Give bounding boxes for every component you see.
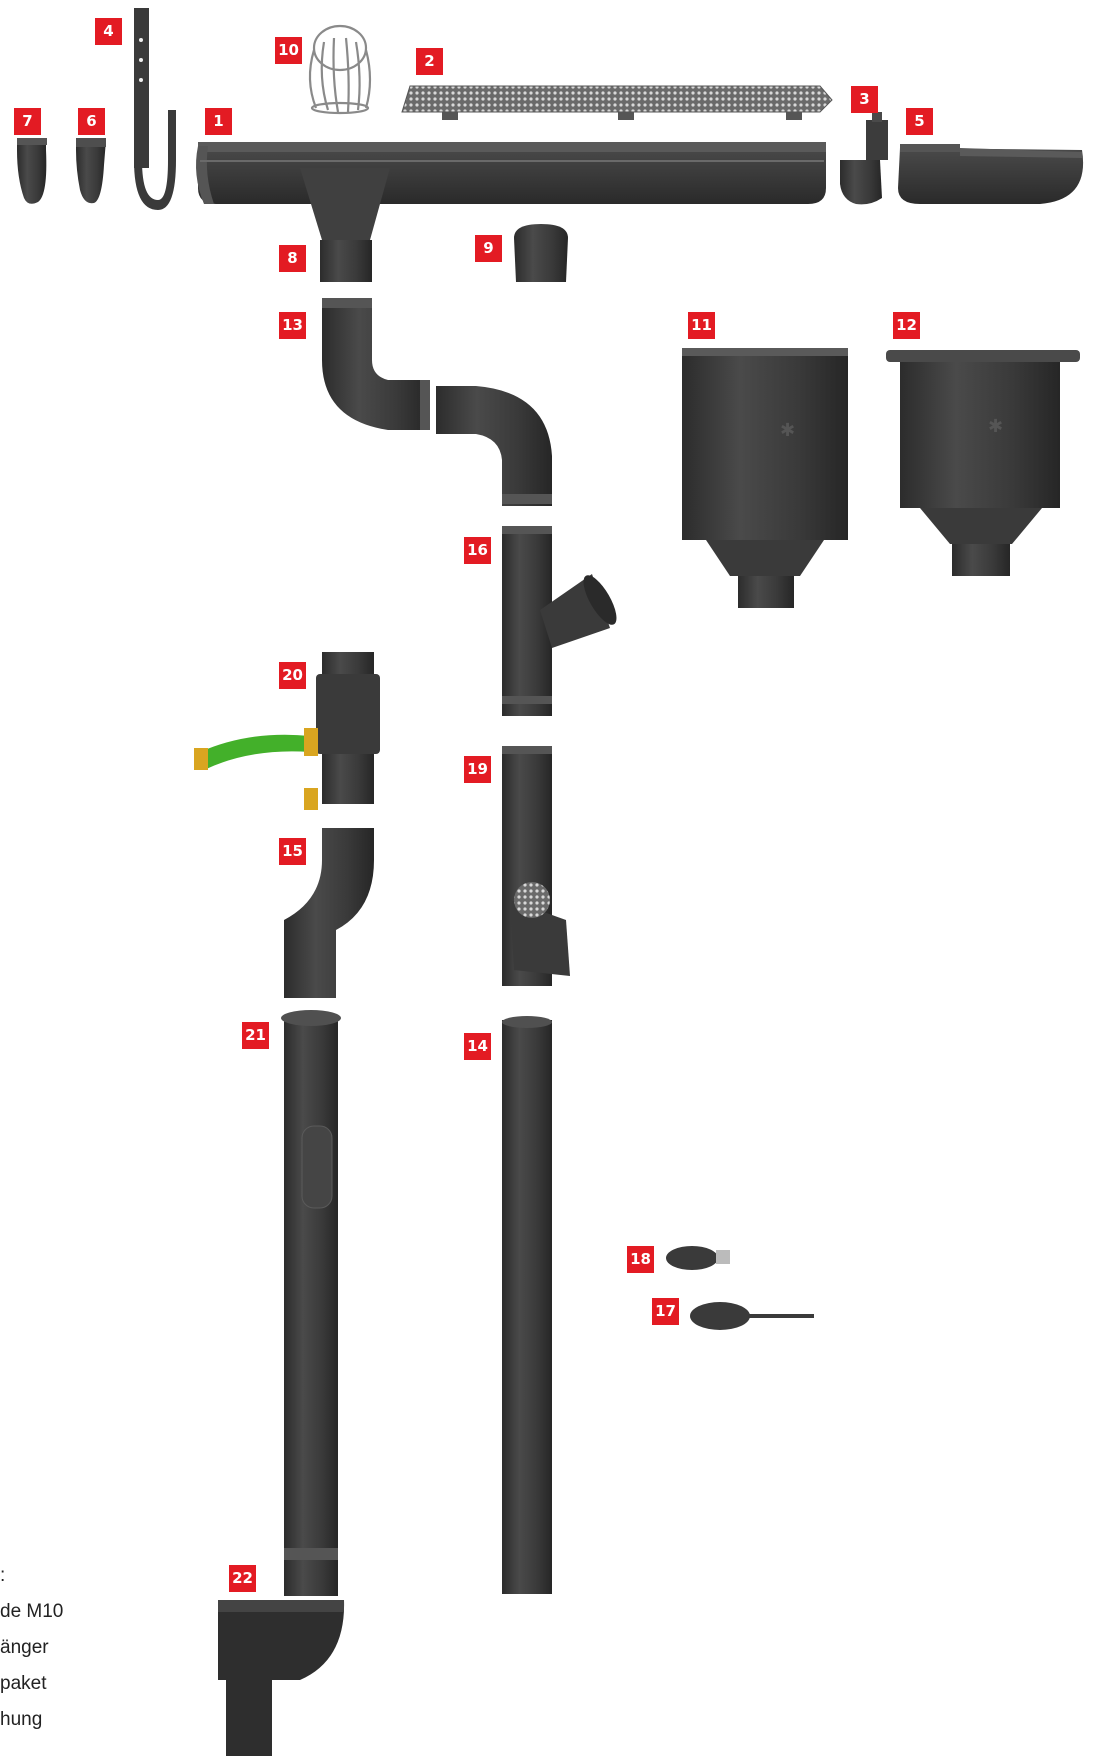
pipe-elbow-icon [322,298,430,430]
branch-pipe-icon [502,526,617,716]
part-number-badge: 1 [205,108,232,135]
pipe-clip-icon [666,1246,730,1270]
part-number-badge: 12 [893,312,920,339]
downpipe-icon [502,1016,552,1594]
part-number-badge: 7 [14,108,41,135]
gutter-hook-icon [134,8,176,210]
svg-text:✱: ✱ [988,416,1003,437]
part-number-badge: 8 [279,245,306,272]
part-number-badge: 21 [242,1022,269,1049]
part-number-badge: 17 [652,1298,679,1325]
part-number-badge: 2 [416,48,443,75]
legend-line: paket [0,1673,47,1694]
legend-line: : [0,1565,6,1586]
perforated-gutter-guard-icon [401,85,833,120]
gutter-outlet-icon [300,168,390,282]
outlet-plug-icon [514,224,568,282]
half-round-gutter-icon [196,142,826,204]
rain-water-drain-icon [218,1600,345,1756]
pipe-elbow-icon [436,386,552,506]
part-number-badge: 9 [475,235,502,262]
part-number-badge: 16 [464,537,491,564]
part-number-badge: 22 [229,1565,256,1592]
rainwater-hopper-icon: ✱ [682,348,848,608]
wire-basket-icon [308,24,372,115]
legend-line: de M10 [0,1601,64,1622]
part-number-badge: 15 [279,838,306,865]
legend-line: hung [0,1709,43,1730]
part-number-badge: 5 [906,108,933,135]
part-number-badge: 11 [688,312,715,339]
end-cap-icon [76,138,106,204]
gutter-corner-icon [898,144,1084,204]
legend: : de M10 änger paket hung [0,1558,63,1738]
filter-pipe-icon [502,746,570,986]
rainwater-hopper-icon: ✱ [886,350,1080,576]
part-number-badge: 19 [464,756,491,783]
part-number-badge: 14 [464,1033,491,1060]
pipe-clip-icon [690,1302,814,1330]
part-number-badge: 13 [279,312,306,339]
part-number-badge: 6 [78,108,105,135]
part-number-badge: 3 [851,86,878,113]
rain-diverter-icon [194,652,380,810]
part-number-badge: 4 [95,18,122,45]
gutter-connector-icon [840,112,888,205]
end-cap-icon [17,138,47,204]
part-number-badge: 18 [627,1246,654,1273]
svg-text:✱: ✱ [780,420,795,441]
offset-pipe-icon [284,828,374,998]
legend-line: änger [0,1637,49,1658]
part-number-badge: 10 [275,37,302,64]
part-number-badge: 20 [279,662,306,689]
inspection-pipe-icon [281,1010,341,1596]
